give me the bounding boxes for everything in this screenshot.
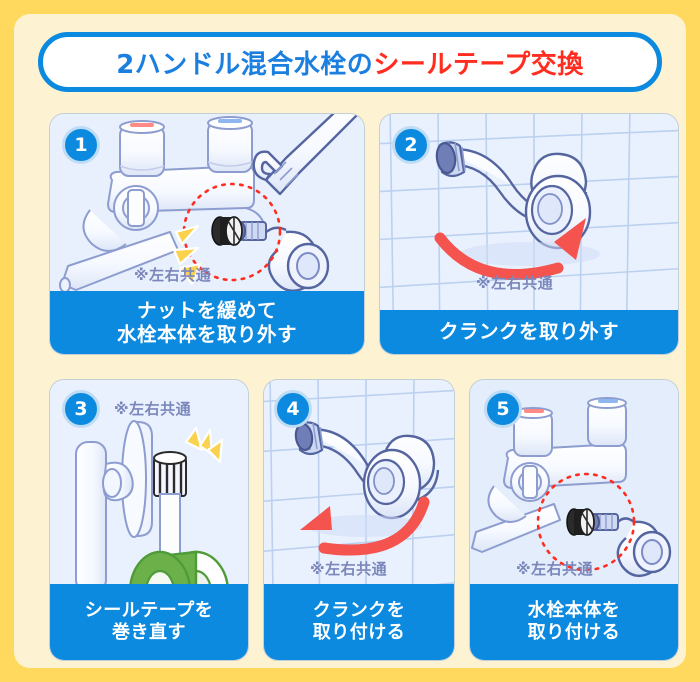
rotation-arrow [434,232,564,280]
step-2-note: ※左右共通 [476,274,554,292]
step-panel-3[interactable]: 3 ※左右共通 シールテープを 巻き直す [50,380,248,660]
nut-graphic [211,216,243,246]
page-title-text: 2ハンドル混合水栓のシールテープ交換 [116,44,584,81]
step-3-note: ※左右共通 [114,400,192,418]
step-5-caption: 水栓本体を 取り付ける [470,584,678,660]
step-3-caption-line1: シールテープを [84,600,214,622]
step-panel-2[interactable]: 2 ※左右共通 クランクを取り外す [380,114,678,354]
step-2-number-badge: 2 [392,126,430,164]
page-title-main: 2ハンドル混合水栓の [116,49,374,80]
step-1-number-badge: 1 [62,126,100,164]
step-3-caption-line2: 巻き直す [112,622,186,643]
step-2-caption-line1: クランクを取り外す [438,320,619,344]
step-2-caption: クランクを取り外す [380,310,678,354]
step-3-caption: シールテープを 巻き直す [50,584,248,660]
step-panel-4[interactable]: 4 ※左右共通 クランクを 取り付ける [264,380,454,660]
nut-graphic [566,508,595,536]
step-4-caption: クランクを 取り付ける [264,584,454,660]
step-5-caption-line1: 水栓本体を [527,600,621,622]
step-5-number-badge: 5 [484,390,522,428]
page-title-accent: シールテープ交換 [373,49,584,80]
page-title: 2ハンドル混合水栓のシールテープ交換 [38,32,662,92]
step-4-number-badge: 4 [274,390,312,428]
step-1-note: ※左右共通 [134,266,212,284]
step-panel-5[interactable]: 5 ※左右共通 水栓本体を 取り付ける [470,380,678,660]
step-4-caption-line2: 取り付ける [312,622,406,643]
step-3-number-badge: 3 [62,390,100,428]
rotation-arrow [318,496,430,556]
inner-panel: 2ハンドル混合水栓のシールテープ交換 [14,14,686,668]
step-5-caption-line2: 取り付ける [527,622,621,643]
step-panel-1[interactable]: 1 ※左右共通 ナットを緩めて 水栓本体を取り外す [50,114,364,354]
step-5-note: ※左右共通 [516,560,594,578]
step-1-caption: ナットを緩めて 水栓本体を取り外す [50,291,364,354]
step-4-note: ※左右共通 [310,560,388,578]
step-1-caption-line1: ナットを緩めて [136,298,277,322]
step-4-caption-line1: クランクを [312,600,406,622]
step-1-caption-line2: 水栓本体を取り外す [116,322,297,346]
